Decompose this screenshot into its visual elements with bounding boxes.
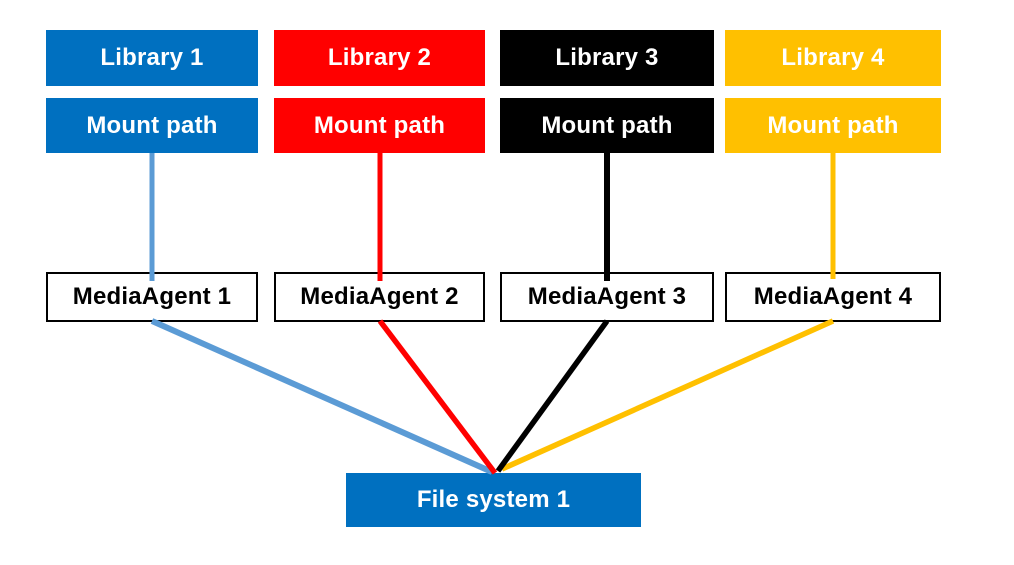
file-system-box: File system 1	[346, 473, 641, 527]
library-2-label: Library 2	[327, 44, 432, 71]
media-agent-1-label: MediaAgent 1	[72, 283, 232, 310]
library-4-label: Library 4	[781, 44, 885, 71]
library-3-box: Library 3	[500, 30, 714, 86]
mount-path-3-box: Mount path	[500, 98, 714, 153]
mount-path-4-box: Mount path	[725, 98, 941, 153]
agent-to-filesystem-line-1	[150, 318, 494, 475]
media-agent-3-box: MediaAgent 3	[500, 272, 714, 322]
library-1-box: Library 1	[46, 30, 258, 86]
agent-to-filesystem-line-3	[495, 319, 610, 473]
media-agent-3-label: MediaAgent 3	[527, 283, 687, 310]
library-1-label: Library 1	[100, 44, 204, 71]
media-agent-4-box: MediaAgent 4	[725, 272, 941, 322]
library-3-label: Library 3	[555, 44, 659, 71]
agent-to-filesystem-line-4	[500, 318, 835, 472]
media-agent-4-label: MediaAgent 4	[753, 283, 913, 310]
mount-path-4-label: Mount path	[767, 111, 899, 139]
mount-path-2-label: Mount path	[313, 111, 446, 139]
agent-to-filesystem-line-2	[377, 319, 498, 475]
mount-path-3-label: Mount path	[541, 111, 673, 139]
library-2-box: Library 2	[274, 30, 485, 86]
mount-path-1-label: Mount path	[86, 111, 218, 139]
file-system-label: File system 1	[416, 486, 571, 513]
mount-path-1-box: Mount path	[46, 98, 258, 153]
media-agent-2-box: MediaAgent 2	[274, 272, 485, 322]
mount-path-2-box: Mount path	[274, 98, 485, 153]
library-4-box: Library 4	[725, 30, 941, 86]
media-agent-1-box: MediaAgent 1	[46, 272, 258, 322]
media-agent-2-label: MediaAgent 2	[300, 283, 459, 310]
